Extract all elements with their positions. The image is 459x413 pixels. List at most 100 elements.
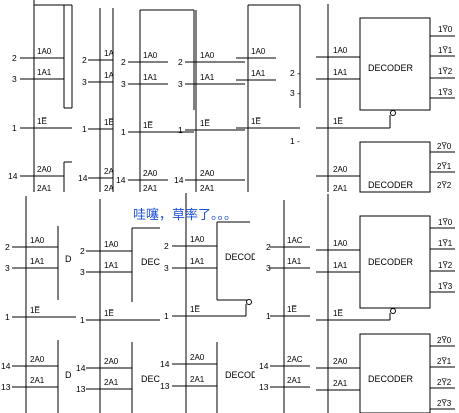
enable-label: 1E̅ [143, 121, 153, 130]
output-label: 2Y̅0 [437, 336, 452, 345]
enable-label: 1E̅ [251, 117, 261, 126]
input-label: 1A0 [333, 239, 348, 248]
decoder-block [359, 333, 431, 413]
input-label: 2A0 [200, 169, 215, 178]
output-label: 2Y̅3 [437, 399, 452, 408]
pin-number: 2 [178, 57, 183, 67]
input-label: 1A1 [333, 68, 348, 77]
input-label: 1A0 [190, 235, 205, 244]
input-label: 1A1 [37, 68, 52, 77]
pin-number: 14 [116, 175, 126, 185]
decoder-title: DECOD [225, 370, 258, 380]
pin-number: 14 [76, 363, 86, 373]
input-label: 2A1 [333, 184, 348, 193]
decoder-block [359, 141, 431, 193]
pin-number: 13 [160, 381, 170, 391]
inversion-bubble [246, 299, 252, 305]
input-label: 2A0 [190, 353, 205, 362]
enable-label: 1E̅ [333, 117, 343, 126]
pin-number: 2 - [290, 68, 300, 78]
input-label: 2A1 [333, 379, 348, 388]
inversion-bubble [390, 110, 396, 116]
output-label: 1Y̅3 [438, 88, 453, 97]
bottom-panel-5-decoder: DECODER DECODER 1A0 1A1 1E̅ 2A0 2A1 1Y̅0… [310, 194, 459, 413]
output-label: 2Y̅0 [437, 142, 452, 151]
input-label: 2A1 [287, 376, 302, 385]
inversion-bubble [390, 308, 396, 314]
output-label: 1Y̅3 [438, 282, 453, 291]
input-label: 2A0 [37, 165, 52, 174]
enable-label: 1E̅ [30, 306, 40, 315]
pin-number: 1 [12, 123, 17, 133]
input-label: 1A1 [333, 261, 348, 270]
pin-number: 3 [82, 77, 87, 87]
decoder-title: DECODER [368, 180, 414, 190]
input-label: 2A0 [30, 355, 45, 364]
decoder-title: DECODER [368, 63, 414, 73]
decoder-title: D [65, 254, 72, 264]
pin-number: 14 [78, 173, 88, 183]
input-label: 1A0 [143, 51, 158, 60]
enable-label: 1E̅ [190, 305, 200, 314]
overlay-caption: 哇噻，草率了。。。 [133, 207, 237, 222]
pin-number: 2 [5, 242, 10, 252]
pin-number: 1 - [290, 136, 300, 146]
enable-label: 1E̅ [200, 119, 210, 128]
panel-background [310, 194, 459, 413]
pin-number: 14 [8, 171, 18, 181]
pin-number: 3 [5, 263, 10, 273]
top-panel-3: 2 3 1 14 1A0 1A1 1E̅ 2A0 2A1 [116, 9, 195, 193]
input-label: 1A0 [333, 46, 348, 55]
top-panel-4: 2 3 1 14 1A0 1A1 1E̅ 2A0 2A1 [174, 10, 245, 193]
pin-number: 1 [5, 312, 10, 322]
input-label: 1A1 [30, 257, 45, 266]
input-label: 2A [104, 184, 114, 193]
decoder-block [359, 17, 431, 111]
input-label: 1A0 [251, 47, 266, 56]
pin-number: 1 [80, 315, 85, 325]
pin-number: 3 [80, 267, 85, 277]
input-label: 2A1 [200, 184, 215, 193]
output-label: 2Y̅2 [437, 181, 452, 190]
decoder-title: DECOD [225, 252, 258, 262]
input-label: 2A0 [104, 357, 119, 366]
input-label: 1A [104, 71, 114, 80]
top-panel-5: 1A0 1A1 1E̅ 2 - 3 - 1 - [236, 4, 301, 192]
input-label: 1AC [287, 236, 303, 245]
enable-label: 1E̅ [287, 305, 297, 314]
pin-number: 3 [121, 79, 126, 89]
pin-number: 2 [266, 242, 271, 252]
output-label: 1Y̅1 [438, 46, 453, 55]
input-label: 2AC [287, 355, 303, 364]
pin-number: 14 [160, 359, 170, 369]
input-label: 2A1 [30, 376, 45, 385]
input-label: 2A1 [104, 378, 119, 387]
pin-number: 13 [1, 382, 11, 392]
pin-number: 13 [76, 384, 86, 394]
decoder-block [359, 215, 431, 309]
input-label: 1A0 [30, 236, 45, 245]
input-label: 2A1 [190, 375, 205, 384]
pin-number: 3 [12, 74, 17, 84]
input-label: 2A0 [143, 169, 158, 178]
enable-label: 1E̅ [104, 309, 114, 318]
input-label: 1A [104, 49, 114, 58]
top-panel-2: 2 3 1 14 1A 1A 1E̅ 2A 2A [78, 8, 114, 193]
output-label: 1Y̅2 [438, 67, 453, 76]
output-label: 2Y̅1 [437, 357, 452, 366]
bottom-panel-4: 2 3 1 14 13 1AC 1A1 1E̅ 2AC 2A1 [255, 199, 315, 413]
decoder-title: DEC [141, 374, 161, 384]
input-label: 1A1 [190, 257, 205, 266]
input-label: 1A1 [143, 73, 158, 82]
input-label: 1A0 [200, 51, 215, 60]
input-label: 2A0 [333, 357, 348, 366]
pin-number: 2 [164, 241, 169, 251]
decoder-title: DECODER [368, 374, 414, 384]
pin-number: 14 [259, 361, 269, 371]
input-label: 1A1 [287, 257, 302, 266]
pin-number: 3 - [290, 88, 300, 98]
pin-number: 13 [259, 382, 269, 392]
input-label: 1A1 [104, 261, 119, 270]
decoder-title: DECODER [368, 257, 414, 267]
pin-number: 1 [266, 311, 271, 321]
